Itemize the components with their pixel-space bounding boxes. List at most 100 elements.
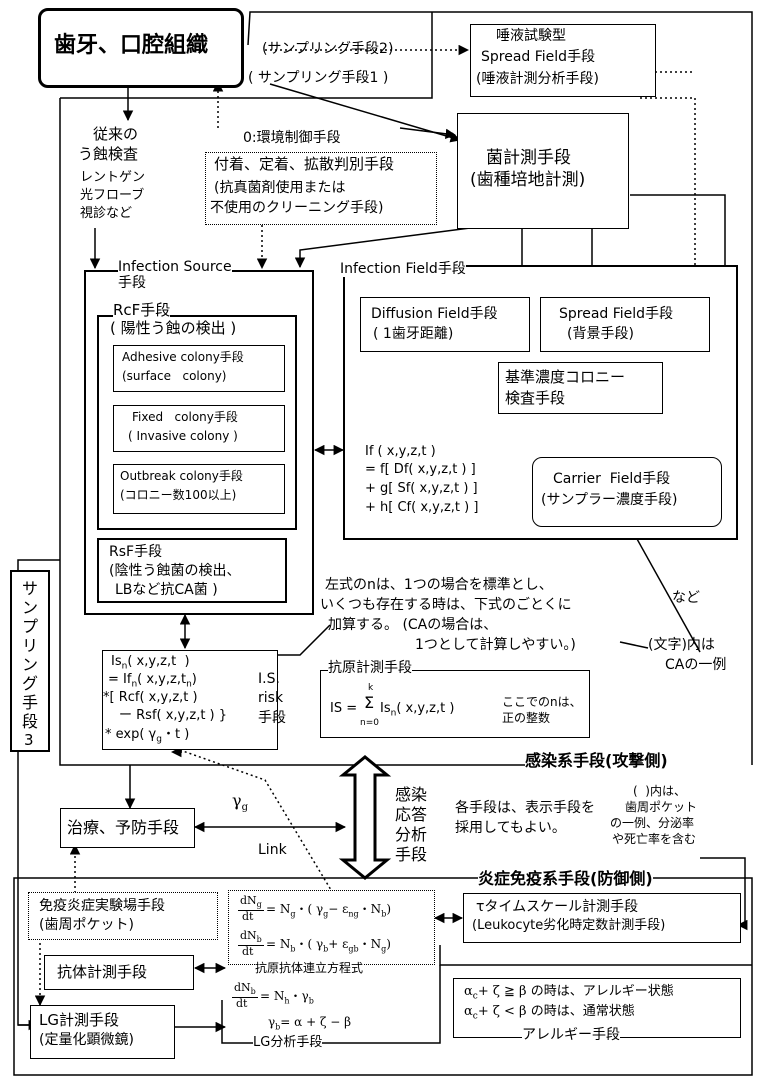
sampling3-char-2: ン (22, 599, 38, 617)
antibody-box: 抗体計測手段 (44, 955, 194, 990)
adhesion-line-3: 不使用のクリーニング手段) (210, 200, 383, 216)
is-risk-line-3: 手段 (258, 710, 286, 726)
immune-lab-box: 免疫炎症実験場手段 (歯周ポケット) (28, 892, 218, 940)
moji-line-1: (文字)内は (648, 637, 715, 653)
sampling3-char-8: 段 (22, 713, 38, 731)
spread-line-1: Spread Field手段 (559, 306, 673, 322)
diffusion-line-2: ( 1歯牙距離) (373, 326, 453, 342)
if-formula-line-4: + h[ Cf( x,y,z,t ) ] (365, 501, 478, 516)
arrow-env-right (400, 128, 455, 135)
bacteria-box: 菌計測手段 (歯種培地計測) (457, 113, 629, 229)
lg-analysis-label: LG分析手段 (253, 1036, 322, 1051)
is-risk-line-2: risk (258, 690, 283, 706)
perio-note-line-4: や死亡率を含む (612, 833, 696, 847)
bacteria-line-2: (歯種培地計測) (470, 171, 585, 191)
fixed-box: Fixed colony手段 ( Invasive colony ) (113, 405, 285, 452)
note-line-1: 左式のnは、1つの場合を標準とし、 (325, 577, 553, 593)
outbreak-box: Outbreak colony手段 (コロニー数100以上) (113, 464, 285, 514)
response-line-2: 応答 (395, 806, 427, 824)
diffusion-box: Diffusion Field手段 ( 1歯牙距離) (360, 297, 530, 352)
rsf-line-2: (陰性う蝕菌の検出、 (109, 563, 240, 579)
is-sum-n0: n=0 (360, 718, 379, 728)
immune-system-label: 炎症免疫系手段(防御側) (478, 870, 653, 888)
conventional-method-1: レントゲン (80, 171, 145, 186)
adhesion-box: 付着、定着、拡散判別手段 (抗真菌剤使用または 不使用のクリーニング手段) (205, 152, 437, 225)
treatment-label: 治療、予防手段 (67, 819, 179, 837)
is-sum-lhs: IS = (330, 702, 357, 717)
conventional-method-2: 光フローブ (80, 189, 144, 204)
display-note-line-2: 採用してもよい。 (455, 820, 566, 836)
eq2-rhs: = Nb・( γb+ εgb・Ng) (266, 938, 391, 954)
infection-source-subtitle: 手段 (118, 275, 146, 291)
spread-line-2: (背景手段) (567, 326, 634, 342)
response-line-3: 分析 (395, 826, 427, 844)
spread-box: Spread Field手段 (背景手段) (540, 297, 710, 352)
if-formula-line-2: = f[ Df( x,y,z,t ) ] (365, 463, 476, 478)
carrier-box: Carrier Field手段 (サンプラー濃度手段) (532, 457, 722, 527)
bacteria-line-1: 菌計測手段 (486, 149, 571, 169)
infection-field-title: Infection Field手段 (340, 261, 466, 277)
isn-line-4: ー Rsf( x,y,z,t ) } (119, 709, 227, 724)
allergy-cond-2: αc+ ζ < β の時は、通常状態 (464, 1005, 635, 1022)
teeth-label: 歯牙、口腔組織 (54, 33, 208, 58)
eq3-den: dt (236, 998, 247, 1011)
isn-line-3: *[ Rcf( x,y,z,t ) (103, 691, 198, 706)
isn-line-5: * exp( γg・t ) (105, 728, 189, 745)
env-control-label: 0:環境制御手段 (243, 130, 341, 146)
tau-line-1: τタイムスケール計測手段 (476, 899, 638, 915)
eq3-num: dNb (234, 982, 256, 996)
eq-title: 抗原抗体連立方程式 (255, 962, 363, 976)
lg-measure-line-1: LG計測手段 (39, 1012, 119, 1029)
saliva-line-1: 唾液試験型 (496, 28, 566, 44)
sampling3-char-7: 手 (22, 694, 38, 712)
is-risk-line-1: I.S. (258, 671, 280, 687)
rsf-line-3: LBなど抗CA菌 ) (115, 582, 218, 598)
conventional-line-1: 従来の (93, 126, 138, 143)
tau-box: τタイムスケール計測手段 (Leukocyte劣化時定数計測手段) (463, 893, 741, 943)
carrier-line-1: Carrier Field手段 (553, 471, 670, 487)
lg-measure-box: LG計測手段 (定量化顕微鏡) (30, 1005, 175, 1059)
conventional-line-2: う蝕検査 (78, 146, 138, 163)
response-line-4: 手段 (395, 846, 427, 864)
carrier-line-2: (サンプラー濃度手段) (541, 492, 678, 508)
perio-note-line-3: の一例、分泌率 (610, 817, 694, 831)
antibody-label: 抗体計測手段 (57, 964, 147, 981)
tau-line-2: (Leukocyte劣化時定数計測手段) (472, 919, 665, 934)
isn-line-2: = Ifn( x,y,z,tn) (108, 673, 197, 690)
sampling3-char-1: サ (22, 580, 38, 598)
conventional-method-3: 視診など (80, 207, 132, 222)
outbreak-line-2: (コロニー数100以上) (120, 489, 236, 503)
eq1-den: dt (242, 911, 253, 924)
standard-line-2: 検査手段 (505, 390, 565, 407)
diffusion-line-1: Diffusion Field手段 (371, 306, 498, 322)
note-line-4: 1つとして計算しやすい。) (415, 637, 576, 653)
adhesion-line-2: (抗真菌剤使用または (214, 180, 345, 196)
saliva-line-3: (唾液計測分析手段) (476, 71, 599, 87)
sampling3-char-3: プ (22, 618, 38, 636)
perio-note-line-2: 歯周ポケット (625, 801, 697, 815)
is-sum-k: k (368, 683, 373, 693)
eq2-den: dt (242, 946, 253, 959)
immune-lab-line-2: (歯周ポケット) (39, 917, 134, 933)
n-note-line-2: 正の整数 (502, 712, 550, 726)
fixed-line-2: ( Invasive colony ) (128, 430, 238, 444)
is-sum-sigma: Σ (364, 694, 374, 712)
sampling3-char-4: リ (22, 637, 38, 655)
outbreak-line-1: Outbreak colony手段 (120, 470, 243, 484)
teeth-box: 歯牙、口腔組織 (38, 8, 244, 88)
sampling3-box: サ ン プ リ ン グ 手 段 3 (10, 570, 50, 752)
note-line-3: 加算する。 (CAの場合は、 (328, 617, 497, 633)
eq1-num: dNg (240, 895, 262, 909)
saliva-box: 唾液試験型 Spread Field手段 (唾液計測分析手段) (470, 24, 656, 97)
perio-note-line-1: ( )内は、 (633, 785, 686, 799)
adhesive-line-1: Adhesive colony手段 (122, 351, 244, 365)
gamma-g-label: γg (232, 792, 248, 814)
eq4: γb= α + ζ − β (268, 1016, 351, 1032)
rcf-title: RcF手段 (113, 302, 170, 319)
isn-line-1: Isn( x,y,z,t ) (111, 655, 190, 672)
eq3-rhs: = Nh・γb (260, 990, 314, 1006)
allergy-label: アレルギー手段 (522, 1027, 620, 1043)
treatment-box: 治療、予防手段 (60, 808, 195, 848)
link-label: Link (258, 842, 287, 858)
sampling3-char-9: 3 (24, 732, 34, 749)
